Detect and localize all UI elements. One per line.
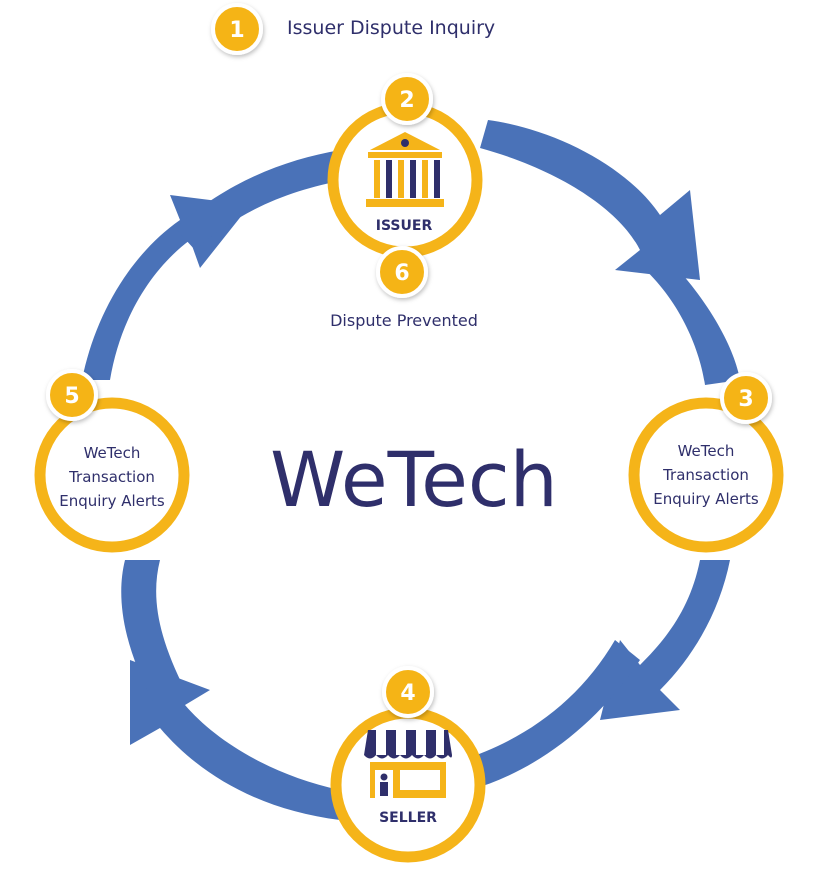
alerts-left-node	[34, 397, 190, 553]
seller-node: SELLER	[330, 707, 486, 863]
bank-icon	[366, 132, 444, 207]
arrow-alerts-left-to-issuer	[82, 195, 250, 380]
issuer-label: ISSUER	[376, 218, 433, 234]
arrow-seller-to-alerts-left	[130, 660, 340, 820]
badge-step-6: 6	[376, 246, 428, 298]
storefront-icon	[364, 730, 452, 798]
center-title: WeTech	[270, 435, 558, 524]
badge-step-4: 4	[382, 666, 434, 718]
svg-text:4: 4	[400, 681, 415, 706]
step-1-label: Issuer Dispute Inquiry	[287, 17, 496, 39]
arrow-alerts-right-to-seller	[600, 560, 730, 720]
arrow-issuer-to-alerts-right	[480, 120, 700, 280]
dispute-prevented-label: Dispute Prevented	[330, 311, 478, 330]
issuer-node: ISSUER	[327, 102, 483, 258]
svg-text:1: 1	[229, 18, 244, 43]
alerts-right-line-3: Enquiry Alerts	[653, 490, 759, 508]
svg-text:5: 5	[64, 384, 79, 409]
svg-text:3: 3	[738, 387, 753, 412]
alerts-right-line-2: Transaction	[663, 466, 749, 484]
seller-label: SELLER	[379, 810, 437, 826]
svg-text:2: 2	[399, 88, 414, 113]
alerts-left-line-3: Enquiry Alerts	[59, 492, 165, 510]
ring-band-top-left	[175, 150, 345, 250]
badge-step-1: 1	[211, 3, 263, 55]
alerts-left-line-2: Transaction	[69, 468, 155, 486]
svg-text:6: 6	[394, 261, 409, 286]
alerts-right-line-1: WeTech	[677, 442, 735, 460]
alerts-left-line-1: WeTech	[83, 444, 141, 462]
cycle-ring	[82, 120, 740, 820]
ring-band-bottom-right	[462, 640, 640, 790]
alerts-right-text: WeTech Transaction Enquiry Alerts	[636, 439, 776, 511]
ring-band-bottom-left	[121, 560, 185, 705]
alerts-left-text: WeTech Transaction Enquiry Alerts	[42, 441, 182, 513]
badge-step-3: 3	[720, 372, 772, 424]
badge-step-5: 5	[46, 369, 98, 421]
alerts-right-node	[628, 397, 784, 553]
ring-band-right	[640, 250, 740, 385]
badge-step-2: 2	[381, 73, 433, 125]
